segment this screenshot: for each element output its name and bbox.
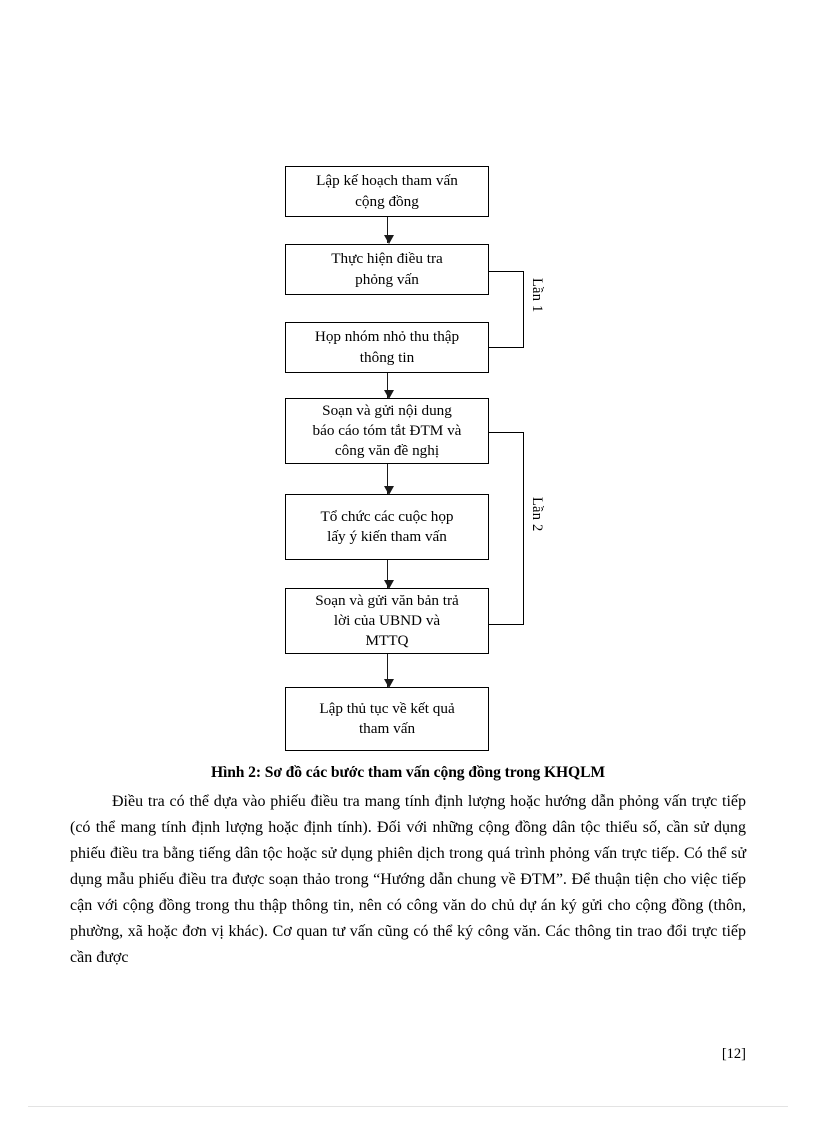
flow-box-line: lấy ý kiến tham vấn [327, 528, 447, 545]
flow-box-thuc-hien-dieu-tra: Thực hiện điều tra phỏng vấn [285, 244, 489, 295]
body-paragraph: Điều tra có thể dựa vào phiếu điều tra m… [70, 793, 746, 967]
flow-box-hop-nhom-nho: Họp nhóm nhỏ thu thập thông tin [285, 322, 489, 373]
flow-arrow-3-to-4 [383, 373, 394, 399]
flow-box-line: Lập thủ tục về kết quả [319, 699, 455, 717]
flow-box-soan-gui-noi-dung: Soạn và gửi nội dung báo cáo tóm tắt ĐTM… [285, 398, 489, 464]
flow-arrow-4-to-5 [383, 464, 394, 495]
flow-box-line: Soạn và gửi nội dung [322, 401, 452, 419]
flow-bracket-label-lan-2: Lần 2 [529, 497, 545, 532]
flow-box-line: Họp nhóm nhỏ thu thập [314, 328, 460, 346]
flow-box-lap-thu-tuc: Lập thủ tục về kết quả tham vấn [285, 687, 489, 751]
flow-box-to-chuc-cuoc-hop: Tổ chức các cuộc họp lấy ý kiến tham vấn [285, 494, 489, 560]
flow-arrow-1-to-2 [383, 217, 394, 244]
flow-box-line: Thực hiện điều tra [331, 250, 443, 268]
flow-box-line: MTTQ [365, 632, 409, 650]
flow-box-line: báo cáo tóm tắt ĐTM và [312, 421, 462, 439]
flow-box-line: phỏng vấn [355, 270, 419, 288]
consultation-flowchart: Lập kế hoạch tham vấn cộng đồng Thực hiệ… [285, 166, 545, 751]
flow-box-line: Tổ chức các cuộc họp [320, 507, 454, 525]
flow-box-line: thông tin [359, 348, 415, 366]
flow-arrow-5-to-6 [383, 560, 394, 589]
flow-arrow-6-to-7 [383, 654, 394, 688]
flow-box-line: công văn đề nghị [334, 442, 440, 460]
flow-bracket-lan-1 [489, 271, 524, 348]
page-number: [12] [721, 1046, 746, 1062]
flow-box-soan-gui-van-ban: Soạn và gửi văn bản trả lời của UBND và … [285, 588, 489, 654]
flow-bracket-lan-2 [489, 432, 524, 625]
flow-box-line: Lập kế hoạch tham vấn [316, 172, 458, 190]
flow-box-lap-ke-hoach: Lập kế hoạch tham vấn cộng đồng [285, 166, 489, 217]
flow-bracket-label-lan-1: Lần 1 [529, 278, 545, 313]
flow-box-line: cộng đồng [355, 192, 419, 210]
flow-box-line: Soạn và gửi văn bản trả [315, 591, 459, 609]
figure-caption: Hình 2: Sơ đồ các bước tham vấn cộng đồn… [210, 764, 606, 781]
page-bottom-rule [28, 1106, 788, 1107]
flow-box-line: lời của UBND và [333, 611, 441, 629]
flow-box-line: tham vấn [358, 720, 416, 737]
